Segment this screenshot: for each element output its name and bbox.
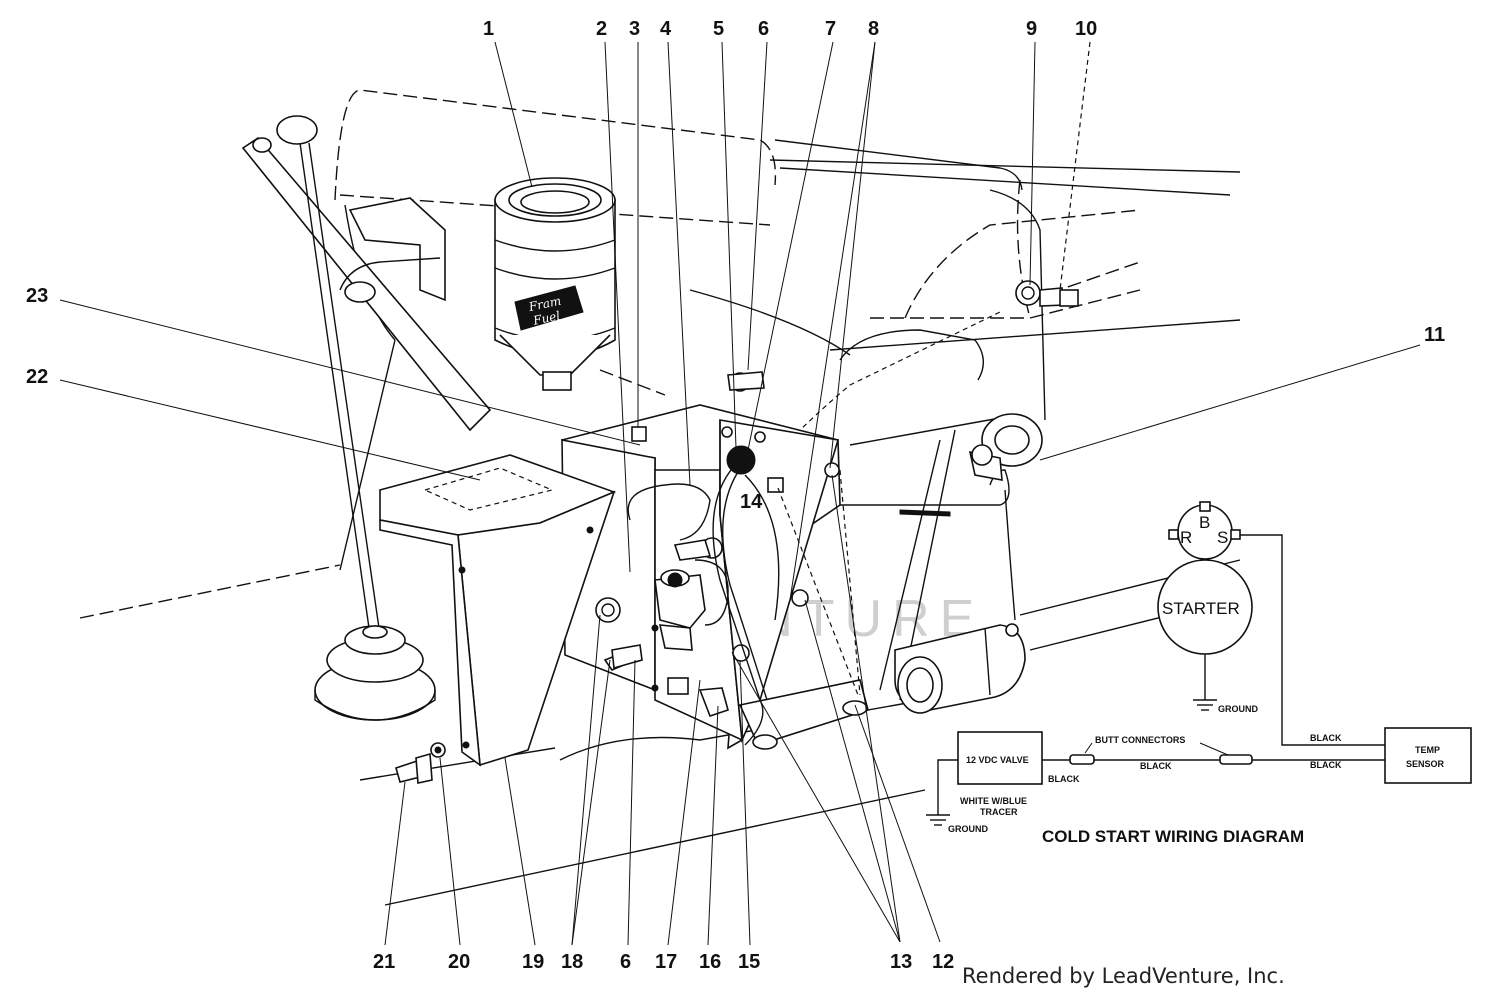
bracket-bar — [339, 197, 446, 303]
terminal-s: S — [1217, 528, 1228, 547]
wire-label-black-right: BLACK — [1310, 760, 1342, 770]
callout-12: 12 — [932, 951, 954, 973]
callout-11: 11 — [1424, 324, 1445, 346]
white-wire-label-1: WHITE W/BLUE — [960, 796, 1027, 806]
terminal-b: B — [1199, 513, 1210, 532]
callout-20: 20 — [448, 951, 470, 973]
credit-text: Rendered by LeadVenture, Inc. — [962, 964, 1285, 988]
temp-sensor-box — [1384, 727, 1472, 784]
temp-sensor-label-2: SENSOR — [1406, 759, 1445, 769]
callout-9: 9 — [1026, 18, 1037, 40]
cold-start-wiring-diagram: B R S STARTER GROUND BLACK TEMP SENSOR 1… — [926, 501, 1472, 846]
fuel-filter: Fram Fuel — [494, 177, 616, 391]
cover-screw-and-washer — [395, 742, 446, 784]
temp-sensor-label-1: TEMP — [1415, 745, 1440, 755]
bracket-cover — [379, 454, 659, 767]
callout-5: 5 — [713, 18, 724, 40]
callout-16: 16 — [699, 951, 721, 973]
callout-1: 1 — [483, 18, 494, 40]
temperature-sensor — [968, 413, 1043, 481]
callout-8: 8 — [868, 18, 879, 40]
callout-6-bottom: 6 — [620, 951, 631, 973]
filter-label-top: Fram — [527, 294, 563, 315]
cold-start-valve — [595, 371, 840, 718]
starter-motor — [894, 623, 1026, 714]
starter-label: STARTER — [1162, 599, 1240, 618]
terminal-r: R — [1180, 528, 1192, 547]
wire-label-black-top: BLACK — [1310, 733, 1342, 743]
callout-4: 4 — [660, 18, 672, 40]
starter-ground-label: GROUND — [1218, 704, 1258, 714]
callout-6-top: 6 — [758, 18, 769, 40]
valve-box — [957, 731, 1043, 785]
butt-connectors-label: BUTT CONNECTORS — [1095, 735, 1185, 745]
wiring-diagram-title: COLD START WIRING DIAGRAM — [1042, 827, 1304, 846]
callout-2: 2 — [596, 18, 607, 40]
callout-numbers: 1 2 3 4 5 6 7 8 9 10 11 12 13 14 15 16 1… — [26, 18, 1445, 973]
callout-19: 19 — [522, 951, 544, 973]
callout-7: 7 — [825, 18, 836, 40]
white-wire-label-2: TRACER — [980, 807, 1018, 817]
callout-10: 10 — [1075, 18, 1097, 40]
callout-14: 14 — [740, 491, 763, 513]
valve-ground-label: GROUND — [948, 824, 988, 834]
ignition-switch — [1015, 280, 1079, 307]
callout-15: 15 — [738, 951, 760, 973]
filter-label-bottom: Fuel — [531, 309, 561, 329]
valve-label: 12 VDC VALVE — [966, 755, 1029, 765]
wire-label-black-middle: BLACK — [1140, 761, 1172, 771]
callout-13: 13 — [890, 951, 912, 973]
callout-3: 3 — [629, 18, 640, 40]
leader-lines — [59, 41, 1421, 946]
callout-18: 18 — [561, 951, 583, 973]
callout-22: 22 — [26, 366, 48, 388]
callout-21: 21 — [373, 951, 395, 973]
callout-23: 23 — [26, 285, 48, 307]
wire-label-black-valve: BLACK — [1048, 774, 1080, 784]
callout-17: 17 — [655, 951, 677, 973]
